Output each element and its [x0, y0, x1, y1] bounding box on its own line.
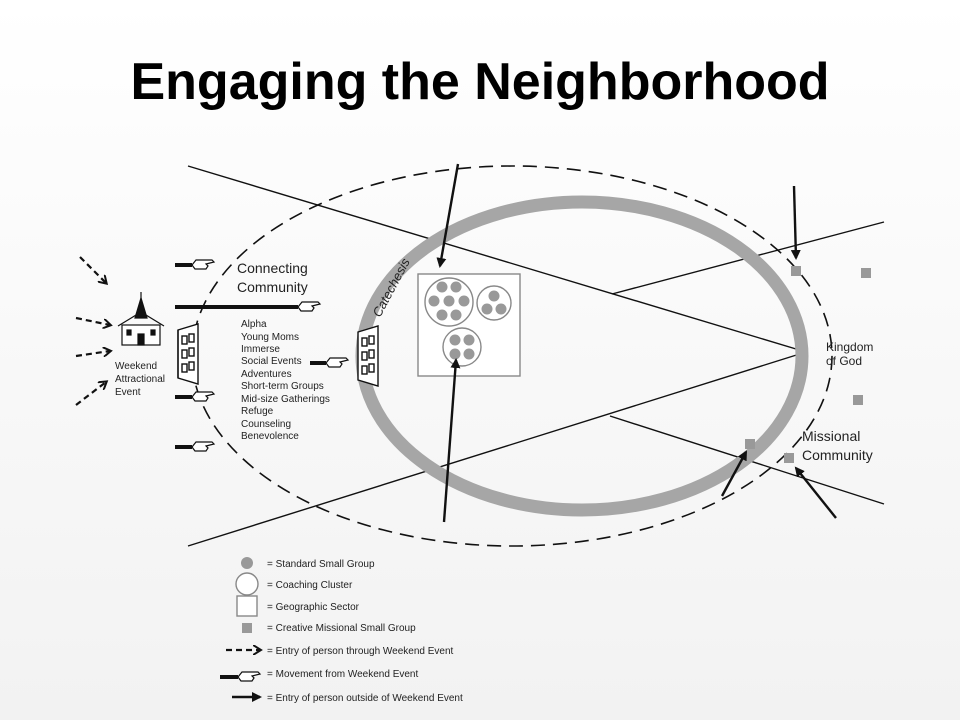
missional-groups — [745, 266, 871, 463]
legend-label: = Movement from Weekend Event — [267, 669, 418, 680]
weekend-entry-arrow — [75, 382, 106, 406]
missional-group-square — [791, 266, 801, 276]
ministry-item: Benevolence — [241, 431, 299, 442]
small-group-dot — [449, 348, 461, 360]
door-icon — [177, 323, 199, 385]
legend-label: = Entry of person through Weekend Event — [267, 646, 454, 657]
ministry-item: Adventures — [241, 369, 292, 380]
coaching-cluster — [476, 285, 512, 321]
church-label: Attractional — [115, 374, 165, 385]
missional-group-square — [784, 453, 794, 463]
connecting-community-label: Connecting — [237, 260, 308, 276]
ministry-item: Mid-size Gatherings — [241, 394, 330, 405]
small-group-dot — [436, 309, 448, 321]
entry-arrow — [790, 185, 801, 260]
church-icon — [117, 292, 165, 346]
small-group-dot — [488, 290, 500, 302]
movement-arrows — [175, 259, 349, 452]
ministry-item: Social Events — [241, 356, 302, 367]
church-label: Event — [115, 387, 141, 398]
entry-arrow — [436, 163, 460, 268]
legend-label: = Creative Missional Small Group — [267, 623, 416, 634]
legend-cluster-icon — [235, 572, 259, 596]
sector-line — [187, 165, 807, 353]
coaching-cluster — [442, 327, 482, 367]
entry-arrows — [436, 163, 837, 523]
slide-title: Engaging the Neighborhood — [130, 53, 830, 111]
movement-arrow — [175, 301, 321, 312]
legend-label: = Geographic Sector — [267, 602, 360, 613]
weekend-entry-arrows — [75, 256, 110, 406]
sector-line — [187, 351, 807, 547]
legend-sector-icon — [236, 595, 258, 617]
small-group-dot — [458, 295, 470, 307]
legend-missional-group-icon — [242, 623, 252, 633]
legend-small-group-icon — [241, 557, 253, 569]
small-group-dot — [436, 281, 448, 293]
coaching-cluster — [424, 277, 474, 327]
door-icon — [357, 325, 379, 387]
missional-community-label: Missional — [802, 428, 860, 444]
legend-label: = Entry of person outside of Weekend Eve… — [267, 693, 463, 704]
missional-group-square — [853, 395, 863, 405]
small-group-dot — [450, 309, 462, 321]
legend-movement-icon — [220, 671, 261, 682]
kingdom-label: of God — [826, 354, 862, 368]
small-group-dot — [450, 281, 462, 293]
neighborhood-boundary — [191, 165, 833, 547]
church-label: Weekend — [115, 361, 157, 372]
ministry-item: Young Moms — [241, 332, 299, 343]
legend: = Standard Small Group = Coaching Cluste… — [220, 557, 463, 704]
legend-label: = Coaching Cluster — [267, 580, 353, 591]
ministry-item: Alpha — [241, 319, 267, 330]
kingdom-label: Kingdom — [826, 340, 873, 354]
movement-arrow — [310, 357, 349, 368]
small-group-dot — [463, 334, 475, 346]
legend-label: = Standard Small Group — [267, 559, 375, 570]
weekend-entry-arrow — [79, 256, 106, 283]
missional-community-label: Community — [802, 447, 873, 463]
entry-arrow — [442, 358, 461, 523]
small-group-dot — [449, 334, 461, 346]
small-group-dot — [443, 295, 455, 307]
small-group-dot — [495, 303, 507, 315]
ministry-item: Refuge — [241, 406, 274, 417]
weekend-entry-arrow — [75, 351, 110, 358]
entry-arrow — [794, 466, 837, 519]
entry-arrow — [720, 450, 748, 497]
small-group-dot — [481, 303, 493, 315]
ministry-item: Immerse — [241, 344, 280, 355]
ministry-item: Short-term Groups — [241, 381, 324, 392]
catechesis-label: Catechesis — [369, 255, 413, 319]
ministry-list: Alpha Young Moms Immerse Social Events A… — [241, 319, 330, 442]
missional-group-square — [861, 268, 871, 278]
movement-arrow — [175, 391, 215, 402]
weekend-entry-arrow — [75, 316, 110, 325]
small-group-dot — [463, 348, 475, 360]
connecting-community-label: Community — [237, 279, 308, 295]
ministry-item: Counseling — [241, 419, 291, 430]
missional-group-square — [745, 439, 755, 449]
movement-arrow — [175, 259, 215, 270]
movement-arrow — [175, 441, 215, 452]
small-group-dot — [428, 295, 440, 307]
